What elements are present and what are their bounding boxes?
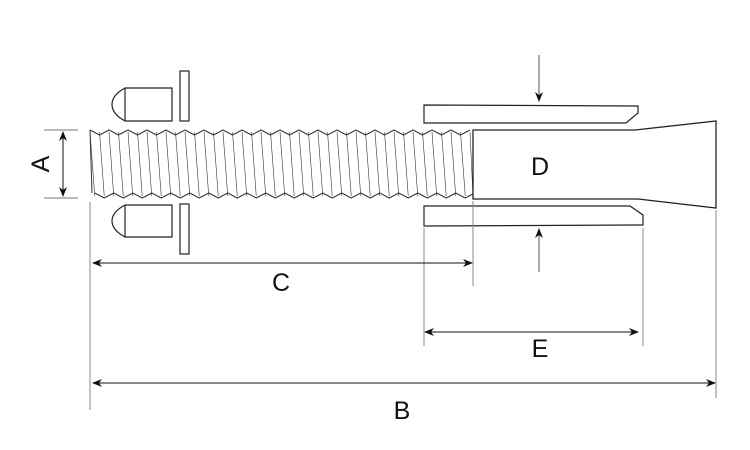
- thread-line: [184, 131, 191, 197]
- bottom-washer: [179, 203, 190, 255]
- thread-line: [460, 131, 466, 197]
- extension-lines: [89, 201, 717, 410]
- thread-line: [108, 131, 115, 197]
- thread-line: [450, 131, 457, 197]
- thread-end: [89, 129, 93, 194]
- top-washer: [179, 70, 190, 122]
- thread-line: [374, 131, 381, 197]
- thread-line: [260, 131, 267, 197]
- thread-line: [317, 131, 324, 197]
- thread-line: [336, 131, 343, 197]
- thread-line: [346, 131, 352, 197]
- thread-line: [99, 131, 105, 197]
- label-e: E: [532, 335, 549, 363]
- thread-line: [146, 131, 153, 197]
- thread-crest: [89, 129, 471, 136]
- thread-line: [203, 131, 210, 197]
- dimension-a: [44, 129, 78, 199]
- label-a: A: [27, 155, 55, 172]
- thread-line: [165, 131, 172, 197]
- thread-line: [279, 131, 286, 197]
- thread-line: [365, 131, 371, 197]
- top-sleeve: [423, 104, 639, 124]
- top-nut: [111, 87, 173, 122]
- thread-line: [422, 131, 428, 197]
- thread-line: [270, 131, 276, 197]
- thread-line: [213, 131, 219, 197]
- thread-line: [175, 131, 181, 197]
- thread-line: [194, 131, 200, 197]
- bottom-sleeve: [423, 205, 644, 227]
- thread-line: [412, 131, 419, 197]
- thread-line: [355, 131, 362, 197]
- threaded-rod: [89, 129, 475, 199]
- thread-line: [308, 131, 314, 197]
- thread-line: [289, 131, 295, 197]
- label-b: B: [394, 397, 411, 425]
- thread-line: [251, 131, 257, 197]
- thread-line: [118, 131, 124, 197]
- bottom-nut: [111, 204, 173, 238]
- thread-line: [431, 131, 438, 197]
- thread-line: [393, 131, 400, 197]
- thread-line: [222, 131, 229, 197]
- thread-line: [441, 131, 447, 197]
- thread-line: [403, 131, 409, 197]
- thread-line: [327, 131, 333, 197]
- label-c: C: [272, 269, 290, 297]
- thread-line: [298, 131, 305, 197]
- thread-line: [156, 131, 162, 197]
- thread-line: [127, 131, 134, 197]
- thread-line: [232, 131, 238, 197]
- thread-line: [384, 131, 390, 197]
- thread-line: [241, 131, 248, 197]
- thread-line: [137, 131, 143, 197]
- label-d: D: [531, 153, 549, 181]
- expansion-cone: [472, 120, 717, 209]
